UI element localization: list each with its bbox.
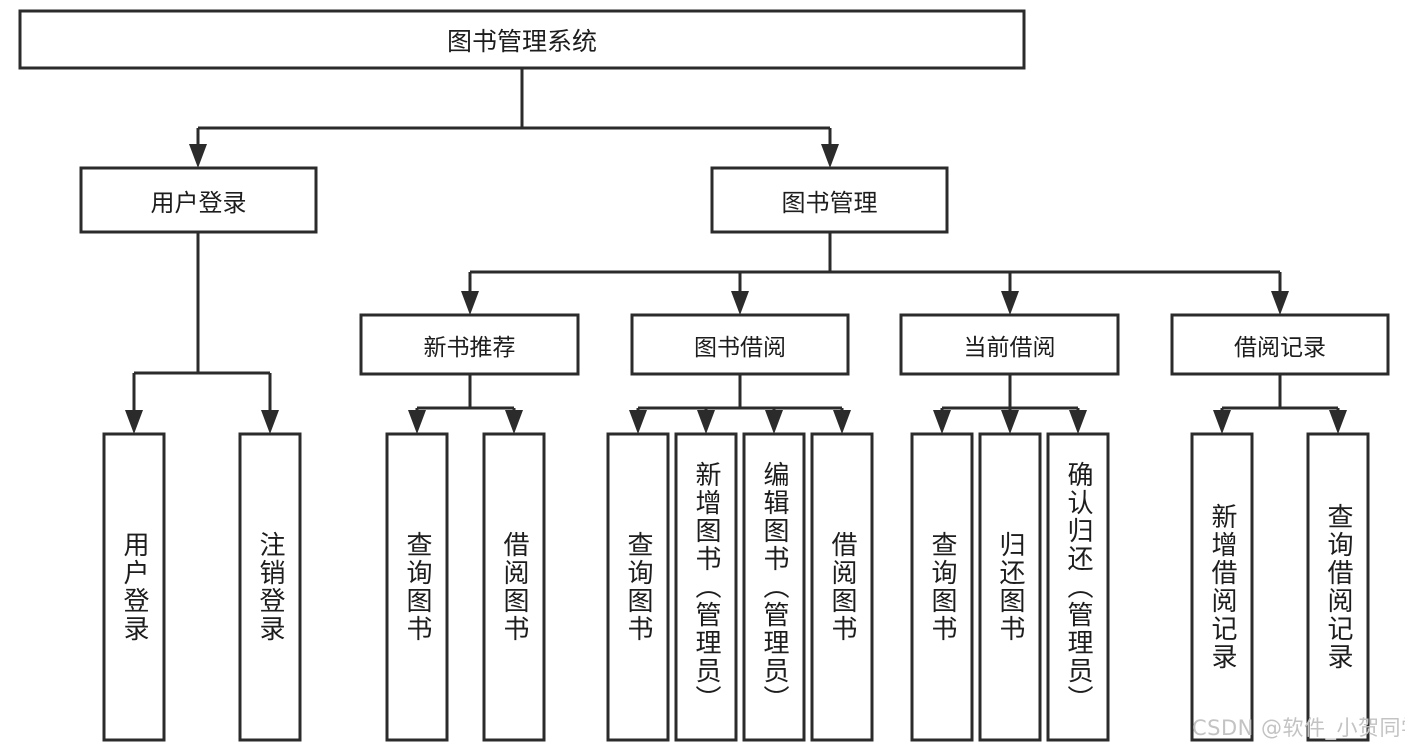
box-leaf-edit-book-admin (742, 432, 806, 742)
box-root (18, 9, 1026, 70)
connector-bookmgmt-to-level3 (461, 232, 1289, 315)
node-book-management[interactable] (712, 168, 947, 232)
connector-borrowrecord-to-leaves (1213, 374, 1347, 434)
box-leaf-query-borrow-record (1306, 432, 1370, 742)
box-new-book-recommend (359, 313, 580, 376)
box-leaf-query-book-c (910, 432, 974, 742)
box-leaf-add-book-admin (674, 432, 738, 742)
node-root[interactable] (20, 11, 1024, 68)
node-user-login[interactable] (81, 168, 316, 232)
connector-newbook-to-leaves (408, 374, 523, 434)
connector-userlogin-to-leaves (125, 232, 279, 434)
connector-root-to-level2 (189, 68, 839, 168)
box-book-borrow (630, 313, 850, 376)
box-borrow-record (1170, 313, 1390, 376)
box-current-borrow (899, 313, 1120, 376)
box-leaf-confirm-return-admin (1046, 432, 1110, 742)
node-book-borrow[interactable] (632, 315, 848, 374)
box-leaf-user-login (102, 432, 166, 742)
box-leaf-add-borrow-record (1190, 432, 1254, 742)
box-leaf-query-book-a (385, 432, 449, 742)
csdn-watermark: CSDN @软件_小贺同学 (1192, 716, 1405, 740)
box-leaf-logout-login (238, 432, 302, 742)
box-leaf-borrow-book-a (482, 432, 546, 742)
box-leaf-borrow-book-b (810, 432, 874, 742)
box-user-login (79, 166, 318, 234)
node-new-book-recommend[interactable] (361, 315, 578, 374)
box-leaf-query-book-b (606, 432, 670, 742)
connector-bookborrow-to-leaves (629, 374, 851, 434)
node-borrow-record[interactable] (1172, 315, 1388, 374)
box-book-management (710, 166, 949, 234)
box-leaf-return-book (978, 432, 1042, 742)
node-current-borrow[interactable] (901, 315, 1118, 374)
connector-currentborrow-to-leaves (933, 374, 1087, 434)
